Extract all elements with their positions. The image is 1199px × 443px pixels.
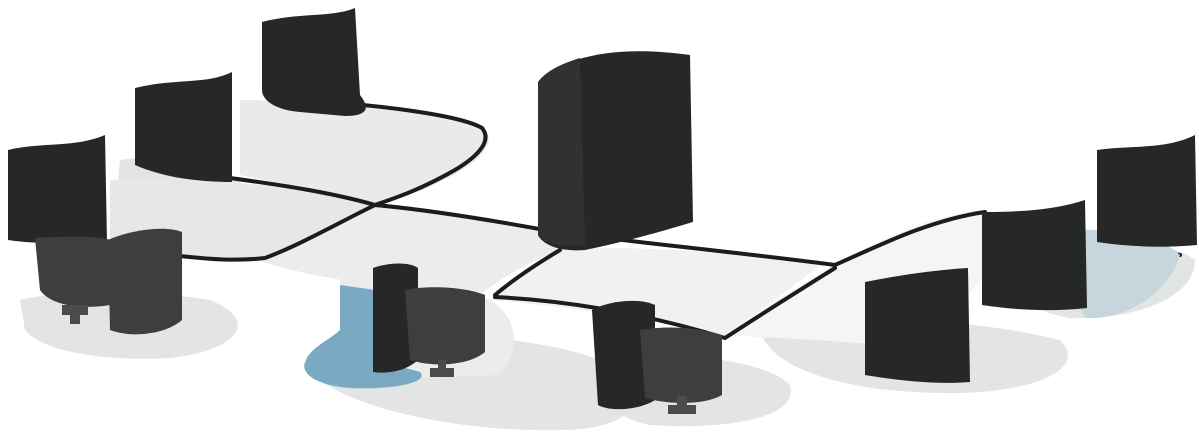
monitor-icon [135,72,232,182]
monitor-icon [1097,135,1197,247]
monitor-icon [8,135,107,243]
monitor-icon [262,8,366,116]
monitor-icon [982,200,1087,310]
monitor-icon [865,268,970,383]
server-tower-icon [538,51,693,250]
